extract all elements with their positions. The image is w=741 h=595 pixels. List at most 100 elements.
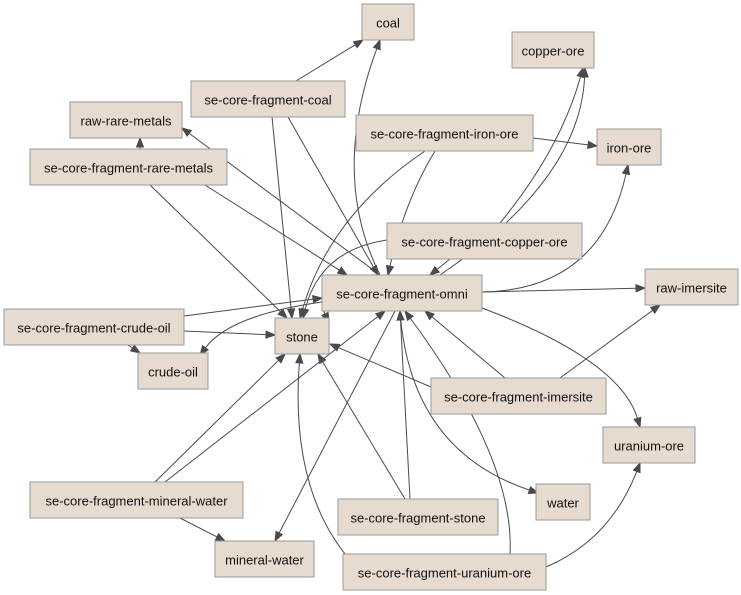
- arrowhead-icon: [317, 352, 327, 365]
- arrowhead-icon: [423, 310, 435, 321]
- node-box: [644, 268, 739, 306]
- node-box: [137, 352, 209, 390]
- node-raw-imersite[interactable]: raw-imersite: [644, 268, 739, 306]
- edge-se-core-fragment-crude-oil-to-stone: [183, 330, 277, 339]
- edge-se-core-fragment-copper-ore-to-se-core-fragment-omni: [428, 258, 451, 276]
- arrowhead-icon: [374, 310, 387, 321]
- node-label: crude-oil: [148, 365, 198, 380]
- edge-se-core-fragment-iron-ore-to-iron-ore: [532, 137, 599, 150]
- edge-line: [322, 361, 406, 500]
- arrowhead-icon: [428, 265, 441, 276]
- arrowhead-icon: [286, 308, 296, 320]
- node-iron-ore[interactable]: iron-ore: [596, 128, 662, 166]
- arrowhead-icon: [129, 344, 142, 354]
- node-mineral-water[interactable]: mineral-water: [214, 540, 315, 578]
- node-label: stone: [286, 330, 318, 345]
- edge-line: [545, 471, 638, 568]
- arrowhead-icon: [621, 163, 631, 176]
- node-se-core-fragment-crude-oil[interactable]: se-core-fragment-crude-oil: [3, 308, 185, 346]
- node-box: [596, 128, 662, 166]
- edge-line: [183, 298, 314, 317]
- edge-se-core-fragment-mineral-water-to-stone: [154, 353, 286, 483]
- edge-se-core-fragment-omni-to-coal: [353, 38, 381, 276]
- edge-se-core-fragment-copper-ore-to-stone: [301, 239, 388, 320]
- node-se-core-fragment-rare-metals[interactable]: se-core-fragment-rare-metals: [29, 148, 228, 186]
- node-box: [386, 222, 583, 260]
- arrowhead-icon: [633, 416, 642, 429]
- edge-line: [204, 184, 340, 271]
- edge-line: [127, 344, 133, 349]
- node-box: [69, 101, 183, 139]
- edge-line: [149, 184, 281, 313]
- arrowhead-icon: [336, 266, 349, 276]
- arrowhead-icon: [312, 295, 324, 304]
- arrowhead-icon: [301, 307, 310, 320]
- edge-se-core-fragment-coal-to-stone: [271, 116, 296, 320]
- node-box: [274, 317, 330, 355]
- edge-line: [297, 362, 351, 561]
- node-se-core-fragment-iron-ore[interactable]: se-core-fragment-iron-ore: [355, 114, 534, 152]
- arrowhead-icon: [214, 532, 227, 542]
- node-se-core-fragment-stone[interactable]: se-core-fragment-stone: [337, 498, 499, 536]
- node-crude-oil[interactable]: crude-oil: [137, 352, 209, 390]
- arrowhead-icon: [275, 353, 286, 364]
- node-box: [29, 148, 228, 186]
- node-box: [511, 31, 595, 69]
- node-label: coal: [376, 16, 400, 31]
- arrowhead-icon: [135, 136, 145, 148]
- node-copper-ore[interactable]: copper-ore: [511, 31, 595, 69]
- edge-line: [399, 319, 411, 500]
- arrowhead-icon: [587, 140, 599, 150]
- graph-edges: [127, 38, 662, 568]
- node-label: water: [546, 496, 579, 511]
- node-raw-rare-metals[interactable]: raw-rare-metals: [69, 101, 183, 139]
- node-box: [214, 540, 315, 578]
- node-se-core-fragment-coal[interactable]: se-core-fragment-coal: [190, 80, 346, 118]
- node-se-core-fragment-mineral-water[interactable]: se-core-fragment-mineral-water: [29, 481, 244, 519]
- edge-se-core-fragment-omni-to-iron-ore: [481, 163, 631, 293]
- node-box: [190, 80, 346, 118]
- edge-line: [353, 48, 381, 276]
- edge-line: [164, 316, 379, 483]
- arrowhead-icon: [635, 284, 647, 293]
- node-se-core-fragment-imersite[interactable]: se-core-fragment-imersite: [430, 377, 607, 415]
- edge-line: [304, 239, 388, 310]
- node-box: [342, 553, 547, 591]
- arrowhead-icon: [277, 308, 288, 319]
- node-label: se-core-fragment-stone: [350, 511, 485, 526]
- edge-se-core-fragment-omni-to-raw-imersite: [481, 284, 647, 293]
- edge-se-core-fragment-omni-to-mineral-water: [274, 310, 396, 543]
- node-label: se-core-fragment-copper-ore: [401, 235, 567, 250]
- arrowhead-icon: [404, 309, 415, 322]
- node-se-core-fragment-copper-ore[interactable]: se-core-fragment-copper-ore: [386, 222, 583, 260]
- edge-line: [399, 310, 530, 491]
- node-box: [535, 483, 591, 521]
- edge-se-core-fragment-uranium-ore-to-stone: [295, 352, 351, 561]
- node-label: se-core-fragment-iron-ore: [370, 127, 518, 142]
- node-box: [29, 481, 244, 519]
- node-label: mineral-water: [225, 553, 304, 568]
- edge-se-core-fragment-imersite-to-se-core-fragment-omni: [423, 310, 506, 379]
- edge-se-core-fragment-rare-metals-to-raw-rare-metals: [135, 136, 145, 149]
- edge-se-core-fragment-crude-oil-to-se-core-fragment-omni: [183, 295, 324, 317]
- edge-line: [436, 258, 451, 270]
- edge-se-core-fragment-uranium-ore-to-se-core-fragment-omni: [404, 309, 511, 555]
- arrowhead-icon: [580, 66, 589, 78]
- node-label: se-core-fragment-crude-oil: [17, 321, 170, 336]
- node-se-core-fragment-uranium-ore[interactable]: se-core-fragment-uranium-ore: [342, 553, 547, 591]
- edge-line: [409, 317, 511, 555]
- node-coal[interactable]: coal: [361, 3, 415, 41]
- arrowhead-icon: [180, 127, 193, 138]
- node-label: se-core-fragment-uranium-ore: [358, 566, 531, 581]
- node-uranium-ore[interactable]: uranium-ore: [602, 426, 696, 464]
- node-se-core-fragment-omni[interactable]: se-core-fragment-omni: [321, 274, 483, 312]
- edge-line: [559, 309, 654, 379]
- edge-line: [287, 116, 374, 268]
- arrowhead-icon: [274, 530, 284, 543]
- node-stone[interactable]: stone: [274, 317, 330, 355]
- node-water[interactable]: water: [535, 483, 591, 521]
- node-label: copper-ore: [522, 44, 585, 59]
- arrowhead-icon: [295, 352, 304, 364]
- node-box: [361, 3, 415, 41]
